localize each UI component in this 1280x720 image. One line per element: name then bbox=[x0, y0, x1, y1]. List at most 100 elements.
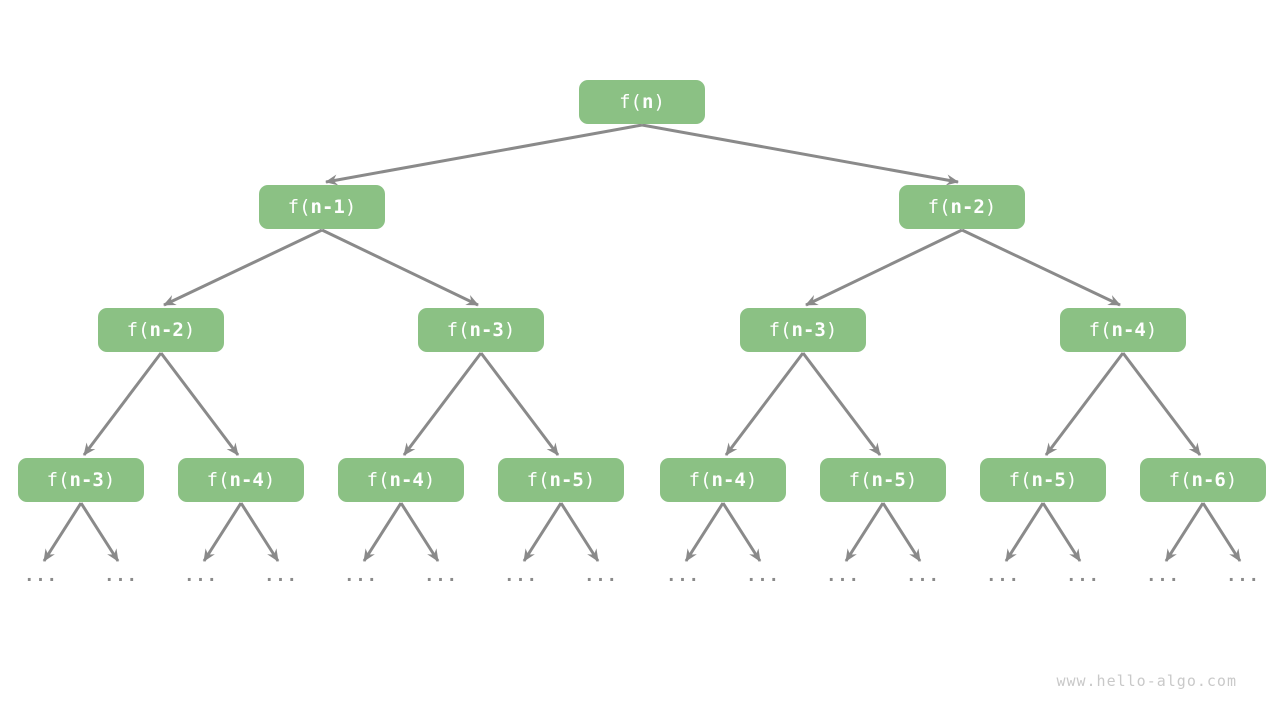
edge-l4a-to-dots-r bbox=[79, 502, 120, 562]
tree-node-l4-4: f(n-4) bbox=[660, 458, 786, 502]
edge-l4h-to-dots-l bbox=[1164, 502, 1205, 562]
edge-l4e-to-dots-r bbox=[721, 502, 762, 562]
node-label-arg: n bbox=[641, 90, 654, 113]
tree-node-root: f(n) bbox=[579, 80, 705, 124]
ellipsis-4: ... bbox=[344, 566, 378, 586]
edge-l4c-to-dots-r bbox=[399, 502, 440, 562]
node-label-pre: f( bbox=[688, 468, 712, 491]
edge-l4e-to-dots-l bbox=[684, 502, 725, 562]
node-label-pre: f( bbox=[126, 318, 150, 341]
edge-l4f-to-dots-l bbox=[844, 502, 885, 562]
edge-root-to-fn2 bbox=[641, 123, 959, 186]
node-label-pre: f( bbox=[1168, 468, 1192, 491]
ellipsis-6: ... bbox=[504, 566, 538, 586]
edge-l3b-to-l4c bbox=[402, 352, 483, 456]
node-label-post: ) bbox=[263, 468, 276, 491]
ellipsis-11: ... bbox=[906, 566, 940, 586]
node-label-pre: f( bbox=[366, 468, 390, 491]
ellipsis-10: ... bbox=[826, 566, 860, 586]
watermark: www.hello-algo.com bbox=[1056, 672, 1237, 690]
tree-node-l4-7: f(n-6) bbox=[1140, 458, 1266, 502]
tree-node-l4-6: f(n-5) bbox=[980, 458, 1106, 502]
edge-l3a-to-l4b bbox=[159, 352, 240, 456]
edge-l3d-to-l4h bbox=[1121, 352, 1202, 456]
node-label-pre: f( bbox=[848, 468, 872, 491]
node-label-post: ) bbox=[1065, 468, 1078, 491]
node-label-pre: f( bbox=[446, 318, 470, 341]
node-label-post: ) bbox=[103, 468, 116, 491]
node-label-pre: f( bbox=[287, 195, 311, 218]
tree-node-l3-2: f(n-3) bbox=[740, 308, 866, 352]
ellipsis-14: ... bbox=[1146, 566, 1180, 586]
edge-l4g-to-dots-l bbox=[1004, 502, 1045, 562]
edge-root-to-fn1 bbox=[325, 123, 643, 186]
node-label-post: ) bbox=[423, 468, 436, 491]
edge-l2b-to-l3c bbox=[805, 228, 963, 307]
node-label-pre: f( bbox=[46, 468, 70, 491]
node-label-pre: f( bbox=[206, 468, 230, 491]
node-label-post: ) bbox=[1145, 318, 1158, 341]
node-label-arg: n-3 bbox=[469, 318, 504, 341]
tree-node-l4-0: f(n-3) bbox=[18, 458, 144, 502]
node-label-pre: f( bbox=[768, 318, 792, 341]
ellipsis-5: ... bbox=[424, 566, 458, 586]
node-label-arg: n-4 bbox=[229, 468, 264, 491]
node-label-post: ) bbox=[503, 318, 516, 341]
edge-l4b-to-dots-l bbox=[202, 502, 243, 562]
node-label-post: ) bbox=[344, 195, 357, 218]
edge-l4g-to-dots-r bbox=[1041, 502, 1082, 562]
tree-node-l3-3: f(n-4) bbox=[1060, 308, 1186, 352]
node-label-pre: f( bbox=[526, 468, 550, 491]
node-label-arg: n-6 bbox=[1191, 468, 1226, 491]
ellipsis-2: ... bbox=[184, 566, 218, 586]
ellipsis-3: ... bbox=[264, 566, 298, 586]
node-label-pre: f( bbox=[927, 195, 951, 218]
node-label-arg: n-2 bbox=[149, 318, 184, 341]
ellipsis-15: ... bbox=[1226, 566, 1260, 586]
edge-l4d-to-dots-l bbox=[522, 502, 563, 562]
edge-l4h-to-dots-r bbox=[1201, 502, 1242, 562]
edge-l2b-to-l3d bbox=[961, 228, 1121, 307]
edge-l4b-to-dots-r bbox=[239, 502, 280, 562]
ellipsis-9: ... bbox=[746, 566, 780, 586]
edge-l3b-to-l4d bbox=[479, 352, 560, 456]
node-label-pre: f( bbox=[1008, 468, 1032, 491]
node-label-post: ) bbox=[825, 318, 838, 341]
ellipsis-0: ... bbox=[24, 566, 58, 586]
node-label-post: ) bbox=[984, 195, 997, 218]
node-label-pre: f( bbox=[1088, 318, 1112, 341]
node-label-post: ) bbox=[905, 468, 918, 491]
edge-l4a-to-dots-l bbox=[42, 502, 83, 562]
ellipsis-7: ... bbox=[584, 566, 618, 586]
tree-node-l3-0: f(n-2) bbox=[98, 308, 224, 352]
edge-l3a-to-l4a bbox=[82, 352, 163, 456]
edge-l4d-to-dots-r bbox=[559, 502, 600, 562]
tree-node-l3-1: f(n-3) bbox=[418, 308, 544, 352]
node-label-arg: n-3 bbox=[791, 318, 826, 341]
node-label-post: ) bbox=[583, 468, 596, 491]
tree-node-l4-5: f(n-5) bbox=[820, 458, 946, 502]
tree-node-l4-2: f(n-4) bbox=[338, 458, 464, 502]
tree-node-l4-3: f(n-5) bbox=[498, 458, 624, 502]
edge-l3c-to-l4e bbox=[724, 352, 805, 456]
tree-node-l2-1: f(n-2) bbox=[899, 185, 1025, 229]
ellipsis-13: ... bbox=[1066, 566, 1100, 586]
ellipsis-12: ... bbox=[986, 566, 1020, 586]
node-label-arg: n-5 bbox=[549, 468, 584, 491]
node-label-pre: f( bbox=[619, 90, 642, 113]
node-label-arg: n-3 bbox=[69, 468, 104, 491]
node-label-arg: n-4 bbox=[389, 468, 424, 491]
node-label-arg: n-1 bbox=[310, 195, 345, 218]
edge-l3d-to-l4g bbox=[1044, 352, 1125, 456]
edge-l4f-to-dots-r bbox=[881, 502, 922, 562]
node-label-post: ) bbox=[183, 318, 196, 341]
edge-l3c-to-l4f bbox=[801, 352, 882, 456]
node-label-post: ) bbox=[1225, 468, 1238, 491]
node-label-arg: n-5 bbox=[1031, 468, 1066, 491]
edge-l2a-to-l3b bbox=[321, 228, 479, 307]
node-label-arg: n-4 bbox=[711, 468, 746, 491]
ellipsis-1: ... bbox=[104, 566, 138, 586]
edge-l2a-to-l3a bbox=[163, 228, 323, 307]
